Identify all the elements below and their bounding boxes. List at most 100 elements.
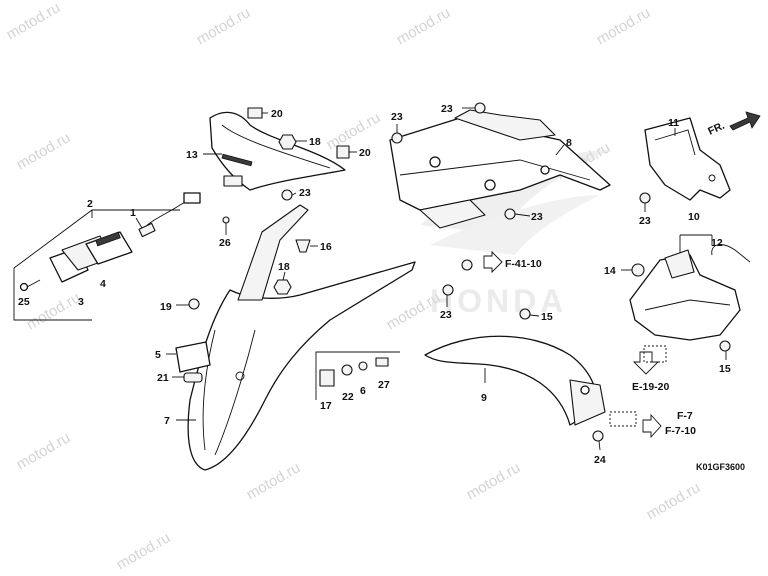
part-label-22: 22 <box>342 391 354 403</box>
frame-hole <box>429 156 441 168</box>
fender-body <box>187 261 416 471</box>
cowl-mount <box>223 175 243 187</box>
watermark: motod.ru <box>644 479 704 523</box>
bolt-head <box>391 132 403 144</box>
part-label-20b: 20 <box>359 147 371 159</box>
part-label-26: 26 <box>219 237 231 249</box>
bolt-head <box>519 308 531 320</box>
part-label-23e: 23 <box>440 309 452 321</box>
nut <box>278 134 297 150</box>
inner-fender <box>424 335 606 426</box>
bolt-head <box>474 102 486 114</box>
panel-body <box>644 117 731 201</box>
nut <box>273 279 292 295</box>
part-label-7: 7 <box>164 415 170 427</box>
part-label-25: 25 <box>18 296 30 308</box>
reference-callouts: F-41-10 E-19-20 F-7 F-7-10 <box>483 250 696 439</box>
bracket-assembly <box>629 234 751 341</box>
grommet <box>631 263 645 277</box>
part-label-12: 12 <box>711 237 723 249</box>
rear-fender-a <box>187 204 416 471</box>
cable-guide <box>711 244 751 263</box>
watermark: motod.ru <box>14 429 74 473</box>
dashed-bolt-box <box>609 411 637 427</box>
bolt-head <box>504 208 516 220</box>
bolt-head <box>719 340 731 352</box>
ref-arrow-f7 <box>642 413 662 439</box>
part-label-1: 1 <box>130 207 136 219</box>
part-label-23f: 23 <box>639 215 651 227</box>
collar <box>319 369 335 387</box>
bolt-head <box>442 284 454 296</box>
frame-hole <box>540 165 550 175</box>
leader-line <box>598 440 601 451</box>
washer <box>341 364 353 376</box>
leader-line <box>135 217 143 229</box>
mount-hole <box>580 385 590 395</box>
part-label-23d: 23 <box>531 211 543 223</box>
screw-shank <box>26 279 41 288</box>
group-bracket <box>13 268 92 321</box>
frame-rib <box>399 159 591 181</box>
part-labels: 1 2 3 4 5 6 7 8 9 10 11 12 13 14 15 15 1… <box>18 103 731 466</box>
watermark: motod.ru <box>244 459 304 503</box>
dashed-bolt-box <box>643 345 667 363</box>
taillight-gasket <box>95 231 121 247</box>
part-label-3: 3 <box>78 296 84 308</box>
clip-fastener <box>247 107 263 119</box>
wire-connector <box>183 192 201 204</box>
part-label-17: 17 <box>320 400 332 412</box>
part-label-8: 8 <box>566 137 572 149</box>
part-label-13: 13 <box>186 149 198 161</box>
reflector-bolt <box>183 372 203 383</box>
ref-f7: F-7 <box>677 410 693 422</box>
part-label-9: 9 <box>481 392 487 404</box>
ref-e19: E-19-20 <box>632 381 670 393</box>
part-label-10: 10 <box>688 211 700 223</box>
bolt-head <box>461 259 473 271</box>
rivet <box>295 239 311 253</box>
part-label-18: 18 <box>309 136 321 148</box>
part-label-27: 27 <box>378 379 390 391</box>
panel-edge <box>654 129 696 156</box>
part-label-11: 11 <box>668 117 679 129</box>
leader-line <box>555 144 565 156</box>
part-label-23c: 23 <box>441 103 453 115</box>
part-label-23: 23 <box>299 187 311 199</box>
frame-arm <box>454 109 556 141</box>
watermark: motod.ru <box>324 109 384 153</box>
leader-line <box>529 314 540 317</box>
watermark: motod.ru <box>464 459 524 503</box>
reflector <box>175 341 211 373</box>
ref-f41: F-41-10 <box>505 258 542 270</box>
part-label-18b: 18 <box>278 261 290 273</box>
frame-lower <box>419 199 486 229</box>
screw <box>222 216 230 224</box>
leader-line <box>514 213 531 217</box>
direction-arrow-icon <box>729 111 761 131</box>
clip-fastener <box>336 145 350 159</box>
bulb-socket <box>138 222 156 238</box>
diagram-code: K01GF3600 <box>696 462 745 472</box>
watermark: motod.ru <box>24 289 84 333</box>
part-label-2: 2 <box>87 198 93 210</box>
part-label-15b: 15 <box>719 363 731 375</box>
rear-panel <box>644 117 731 201</box>
group-bracket <box>315 351 400 400</box>
part-label-21: 21 <box>157 372 169 384</box>
part-label-20: 20 <box>271 108 283 120</box>
watermark: motod.ru <box>4 0 64 43</box>
part-label-14: 14 <box>604 265 616 277</box>
part-label-23b: 23 <box>391 111 403 123</box>
fasteners <box>188 102 731 442</box>
bolt-head <box>281 189 293 201</box>
fender-mount <box>569 379 606 426</box>
clip <box>188 298 200 310</box>
leader-line <box>291 192 297 196</box>
ref-f710: F-7-10 <box>665 425 696 437</box>
part-label-4: 4 <box>100 278 106 290</box>
leader-line <box>282 271 286 281</box>
fender-ridge <box>214 329 256 456</box>
part-label-6: 6 <box>360 385 366 397</box>
